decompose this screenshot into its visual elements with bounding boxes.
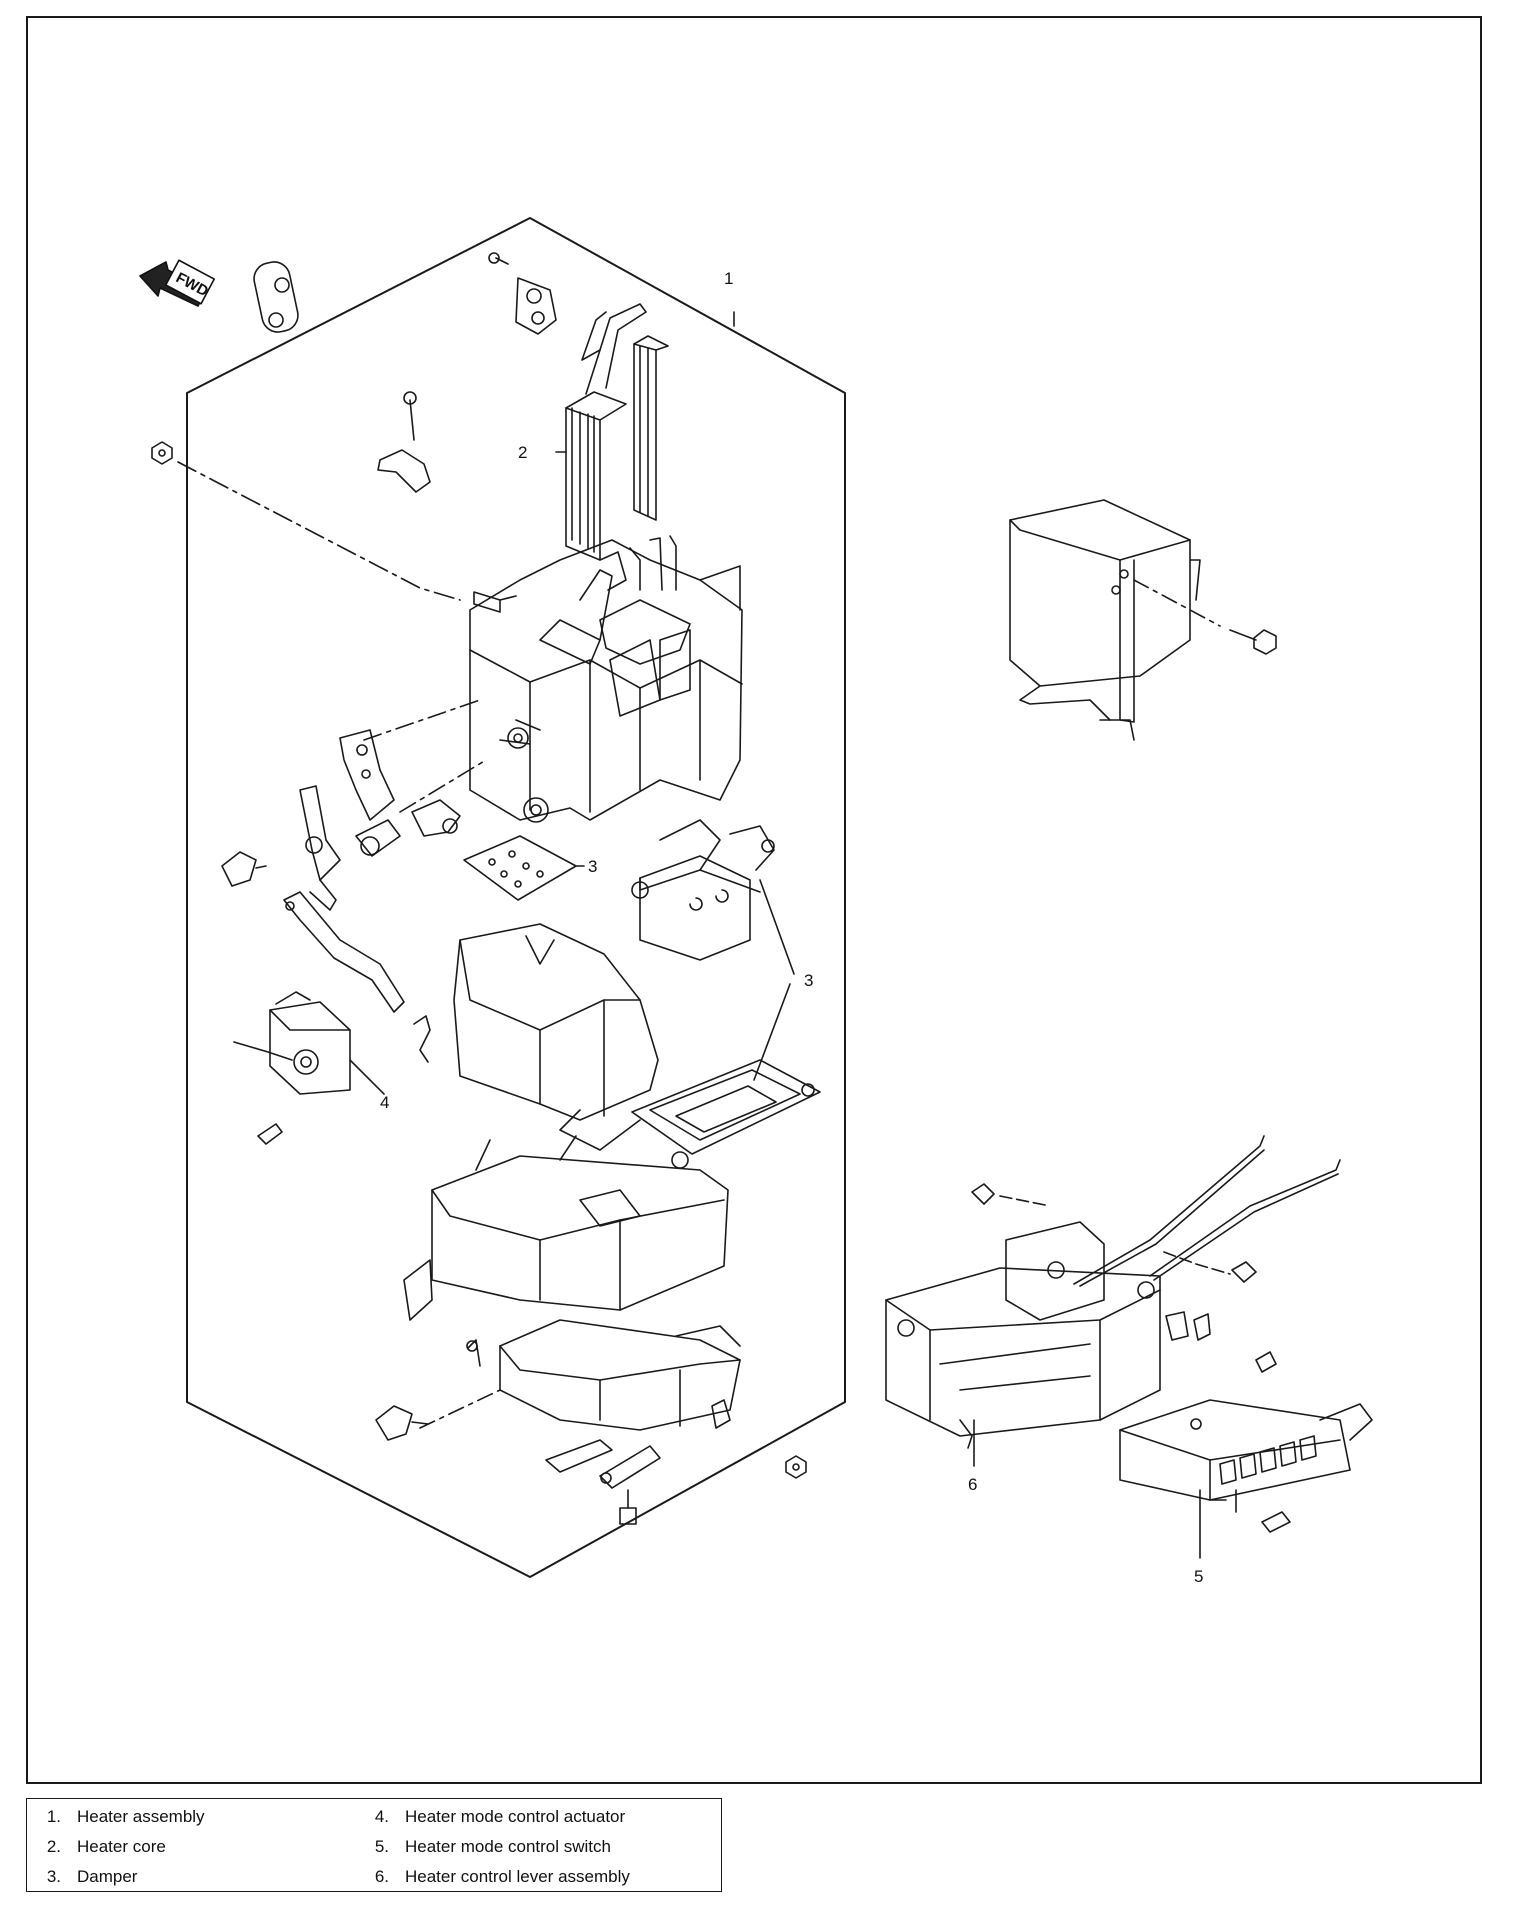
screw [1255,1351,1277,1373]
bulb [1261,1511,1291,1533]
legend-item: 5.Heater mode control switch [374,1837,611,1856]
mode-lever [339,729,395,821]
callout-2: 2 [518,443,527,462]
heater-cover [1009,499,1201,741]
pipe-gasket [488,252,557,335]
parts-legend: 1.Heater assembly 2.Heater core 3.Damper… [26,1798,722,1892]
control-cables [1073,1135,1341,1287]
knob [1165,1311,1211,1341]
screw [619,1489,637,1525]
heater-core [565,303,669,561]
callout-3-b: 3 [804,971,813,990]
foot-duct [499,1319,741,1431]
callout-4: 4 [380,1093,389,1112]
upper-heater-case [469,535,743,823]
middle-heater-case [453,923,659,1151]
legend-item: 4.Heater mode control actuator [374,1807,626,1826]
alignment-line [177,461,461,601]
screw [1231,1261,1257,1283]
damper-door-lower [631,1059,821,1169]
wing-nut [221,851,267,887]
alignment-line [999,1195,1051,1207]
alignment-line [363,699,487,813]
assembly-boundary [186,217,846,1578]
legend-item: 1.Heater assembly [46,1807,205,1826]
damper-shaft-link [355,799,461,857]
actuator-screw [257,1123,283,1145]
leader-line [349,1059,385,1095]
air-mix-lever [299,785,341,911]
damper-door-upper [631,819,775,961]
wing-nut [375,1405,429,1441]
control-lever-assembly [885,1221,1161,1449]
legend-item: 2.Heater core [46,1837,166,1856]
alignment-line [1163,1251,1231,1275]
nut [151,441,173,465]
callout-1: 1 [724,269,733,288]
exploded-parts-diagram: FWD [139,217,1373,1586]
screw [1229,629,1277,655]
callout-5: 5 [1194,1567,1203,1586]
damper-plate [463,835,577,901]
alignment-line [419,1389,501,1429]
callout-3: 3 [588,857,597,876]
mode-control-actuator [233,991,351,1095]
screw [971,1183,995,1205]
link-plate [545,1439,661,1489]
diagram-frame [26,16,1482,1784]
legend-item: 3.Damper [46,1867,138,1886]
legend-item: 6.Heater control lever assembly [374,1867,630,1886]
callout-6: 6 [968,1475,977,1494]
control-rod [283,891,405,1013]
leader-line [753,879,795,1081]
hose-clamp [377,391,431,493]
lower-heater-case [403,1135,729,1321]
screw [466,1339,481,1367]
alignment-line [1133,579,1221,627]
mode-control-switch [1119,1399,1373,1513]
nut [785,1455,807,1479]
clip [413,1015,431,1063]
grommet-gasket [253,261,299,333]
clip [711,1399,731,1429]
fwd-arrow-icon: FWD [139,259,216,307]
